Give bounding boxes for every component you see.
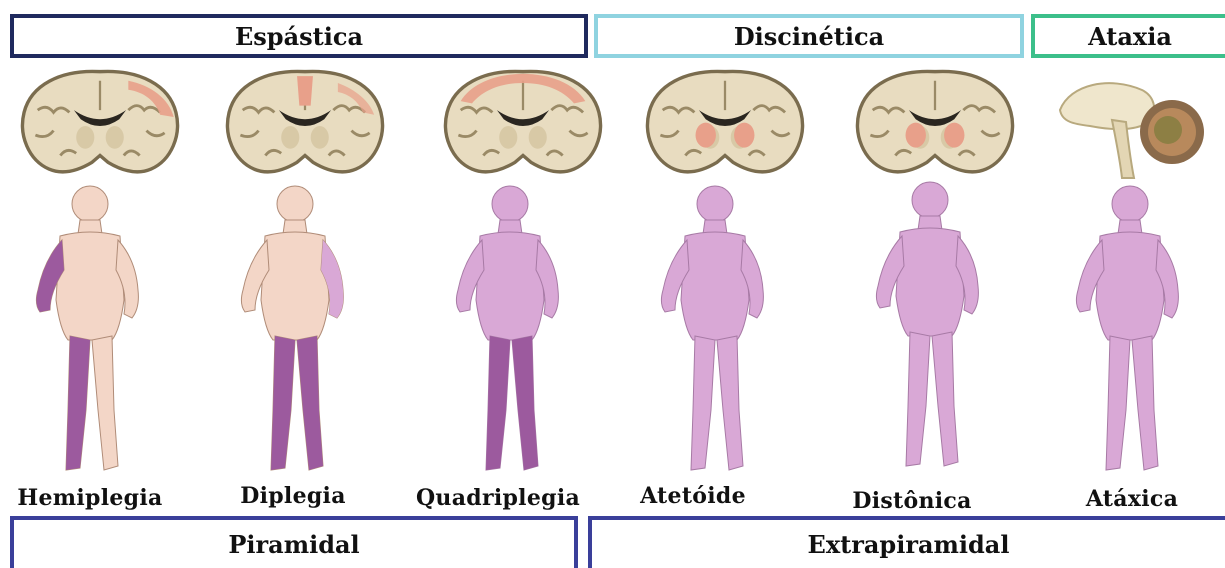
category-ataxia: Ataxia — [1031, 14, 1225, 58]
body-figure-ataxic-image — [1060, 180, 1200, 480]
body-figure-hemiplegia-image — [20, 180, 160, 480]
label-quadriplegia: Quadriplegia — [398, 485, 598, 511]
brain-section-athetoid-image — [640, 64, 810, 179]
label-ataxic: Atáxica — [1032, 486, 1225, 512]
category-spastic: Espástica — [10, 14, 588, 58]
category-dyskinetic: Discinética — [594, 14, 1024, 58]
body-figure-dystonic-image — [860, 176, 1000, 476]
body-figure-diplegia-image — [225, 180, 365, 480]
label-athetoid: Atetóide — [593, 483, 793, 509]
body-figure-quadriplegia-image — [440, 180, 580, 480]
brain-section-hemiplegia-image — [15, 64, 185, 179]
label-dystonic: Distônica — [812, 488, 1012, 514]
category-ataxia-label: Ataxia — [1088, 22, 1172, 51]
category-extrapyramidal: Extrapiramidal — [588, 516, 1225, 568]
brain-section-dystonic-image — [850, 64, 1020, 179]
label-diplegia: Diplegia — [193, 483, 393, 509]
brain-section-quadriplegia-image — [438, 64, 608, 179]
brain-section-diplegia-image — [220, 64, 390, 179]
cerebellum-section-ataxic-image — [1050, 70, 1210, 180]
category-pyramidal-label: Piramidal — [228, 530, 359, 559]
category-dyskinetic-label: Discinética — [734, 22, 884, 51]
category-spastic-label: Espástica — [235, 22, 363, 51]
label-hemiplegia: Hemiplegia — [0, 485, 190, 511]
body-figure-athetoid-image — [645, 180, 785, 480]
category-extrapyramidal-label: Extrapiramidal — [808, 530, 1010, 559]
category-pyramidal: Piramidal — [10, 516, 578, 568]
